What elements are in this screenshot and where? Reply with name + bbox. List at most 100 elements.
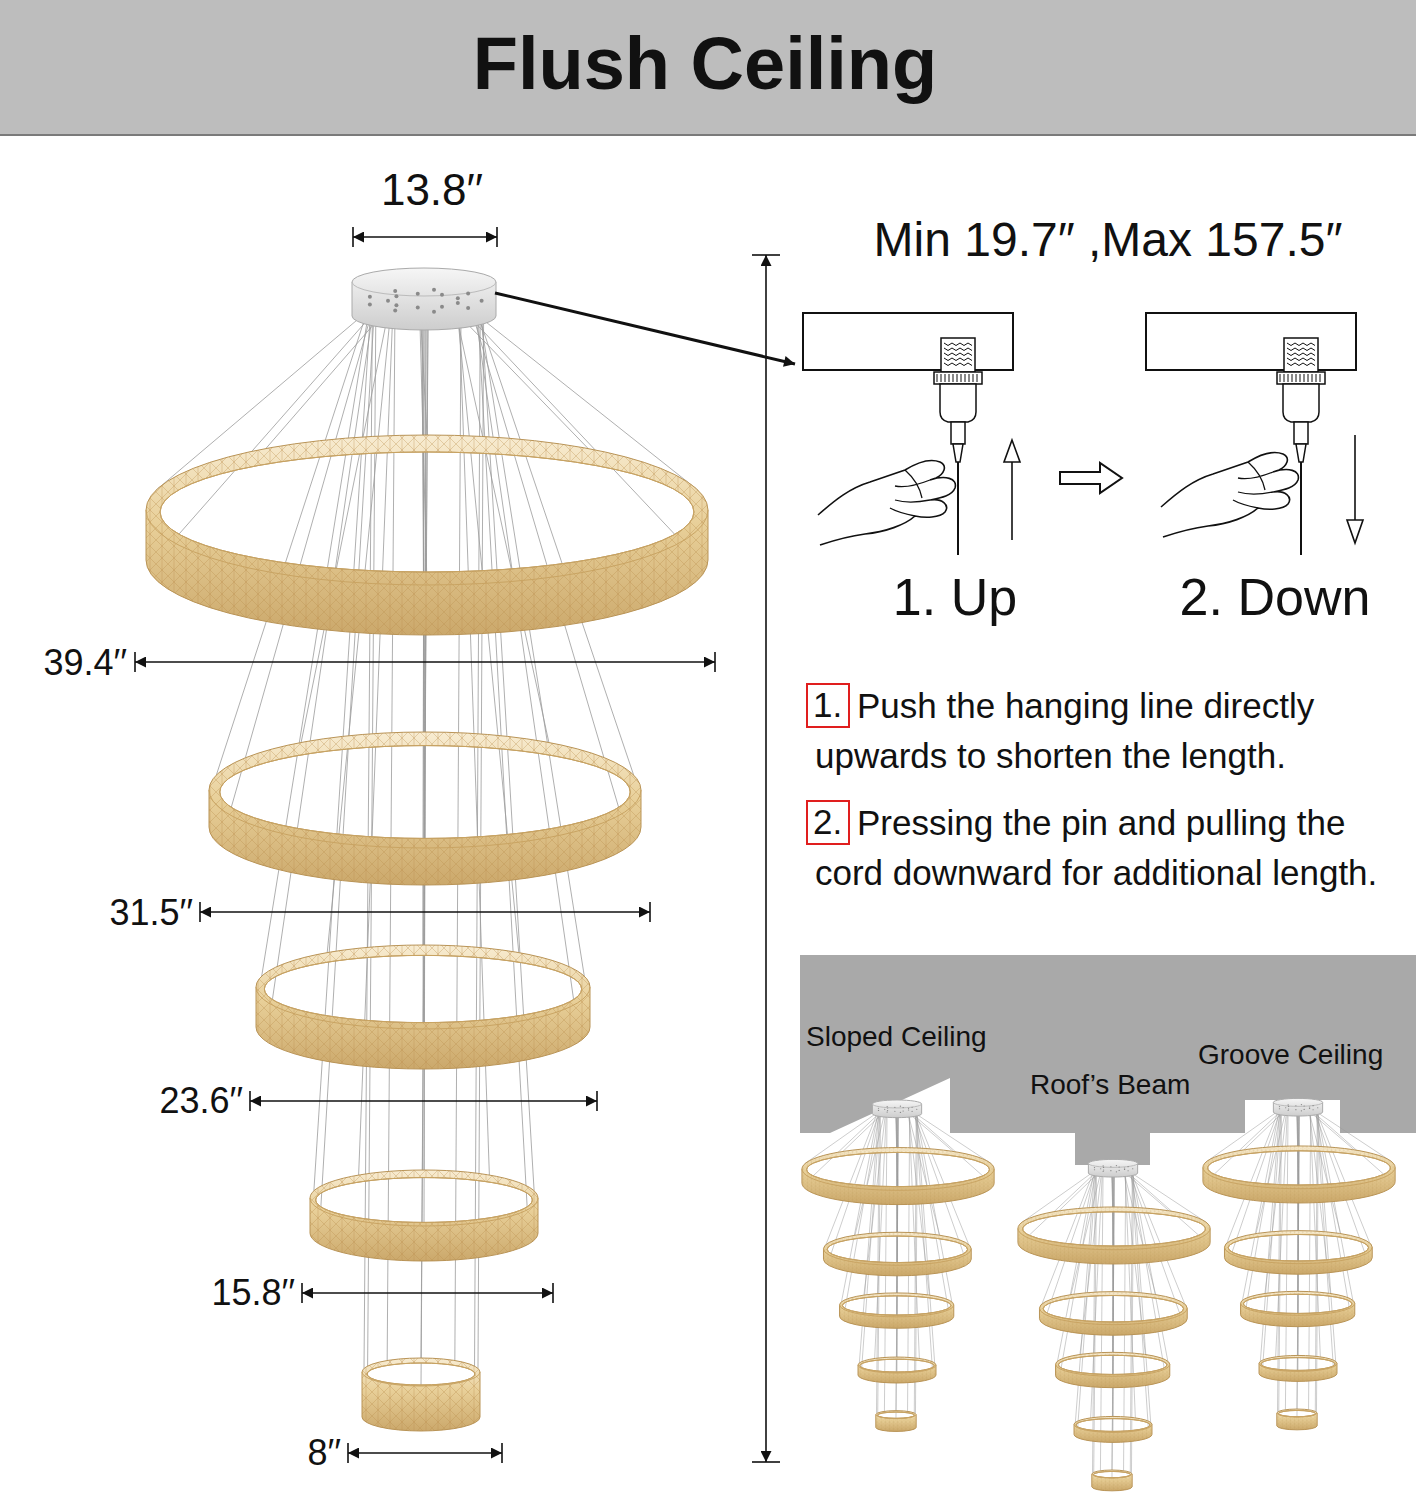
cap-ridge: [1287, 358, 1315, 361]
suspension-wire: [1316, 1113, 1350, 1308]
suspension-wire: [453, 309, 588, 448]
crystal-ring-texture: [1203, 1146, 1395, 1203]
dimension-tick: [352, 227, 354, 247]
step-number-box: 2.: [806, 800, 850, 845]
step-number: 2.: [813, 803, 842, 842]
crystal-ring: [256, 945, 590, 1069]
dimension-tick: [199, 902, 201, 922]
crystal-ring-texture: [310, 1170, 538, 1261]
cap-ridge: [944, 363, 972, 366]
suspension-wires: [805, 1111, 991, 1418]
crystal-ring-texture: [362, 1358, 480, 1431]
dimension-tick: [134, 652, 136, 672]
dimension-label: 8′′: [307, 1433, 341, 1473]
cap-ridge: [1287, 353, 1315, 356]
crystal-ring-texture: [1277, 1409, 1317, 1430]
ring-inner-edge: [1208, 1151, 1391, 1185]
crystal-ring: [840, 1293, 954, 1328]
crystal-ring: [310, 1170, 538, 1261]
adjuster-body: [1283, 384, 1319, 422]
ring-tick: [937, 374, 938, 382]
cap-ridge: [944, 348, 972, 351]
canopy-screw: [911, 1107, 912, 1108]
canopy-screw: [1285, 1107, 1286, 1108]
dimension-line: [348, 1452, 502, 1454]
dimension-tick: [752, 254, 780, 256]
cap-ridge: [1287, 343, 1315, 346]
canopy-screw: [902, 1107, 903, 1108]
ring-tick: [1292, 374, 1293, 382]
suspension-wires: [156, 308, 699, 1386]
canopy-screw: [1110, 1166, 1111, 1167]
dimension-line: [135, 661, 715, 663]
callout-arrow: [495, 293, 795, 364]
crystal-ring: [1056, 1352, 1170, 1387]
ring-inner-edge: [220, 746, 630, 839]
crystal-ring-texture: [840, 1293, 954, 1328]
crystal-ring: [1224, 1231, 1372, 1275]
crystal-ring: [362, 1358, 480, 1431]
dimension-tick: [347, 1443, 349, 1463]
ring-top-edge: [362, 1372, 480, 1386]
canopy-screw: [432, 288, 436, 292]
length-range-label: Min 19.7″ ,Max 157.5″: [874, 214, 1343, 267]
canopy-screw: [393, 308, 397, 312]
crystal-ring-texture: [146, 435, 708, 635]
direction-arrow-head: [1004, 440, 1020, 462]
ring-tick: [973, 374, 974, 382]
ring-top-edge: [146, 510, 708, 585]
ring-tick: [1296, 374, 1297, 382]
dimension-line: [200, 911, 650, 913]
canopy-screw: [886, 1106, 887, 1107]
canopy-screw: [894, 1107, 895, 1108]
ceiling-plate: [1146, 313, 1356, 370]
canopy-screw: [1303, 1105, 1304, 1106]
canopy-screw: [1287, 1104, 1288, 1105]
dimension-tick: [596, 1091, 598, 1111]
adjuster-body: [940, 384, 976, 422]
canopy-screw: [908, 1108, 909, 1109]
suspension-wire: [478, 314, 634, 775]
canopy-screw: [1132, 1168, 1133, 1169]
canopy-screw: [1295, 1105, 1296, 1106]
crystal-ring-texture: [1241, 1291, 1355, 1326]
crystal-ring: [1074, 1416, 1152, 1442]
canopy-screw: [1295, 1109, 1296, 1110]
main-chandelier: [146, 268, 708, 1431]
ring-inner-edge: [1076, 1419, 1150, 1432]
ring-inner-edge: [264, 955, 581, 1022]
crystal-ring-texture: [1039, 1292, 1187, 1336]
suspension-wire: [826, 1113, 877, 1244]
crystal-ring: [1259, 1355, 1337, 1381]
suspension-wire: [1100, 1171, 1103, 1471]
crystal-ring-texture: [802, 1148, 994, 1205]
suspension-wire: [907, 1112, 953, 1152]
canopy-screw: [1116, 1165, 1117, 1166]
canopy-screw: [1094, 1167, 1095, 1168]
ring-tick: [977, 374, 978, 382]
direction-arrow-shaft: [1011, 462, 1013, 540]
adjuster-neck: [951, 422, 965, 444]
canopy-screw: [1287, 1110, 1288, 1111]
crystal-ring-texture: [876, 1411, 916, 1432]
canopy-screw: [900, 1106, 901, 1107]
canopy-screw: [480, 299, 484, 303]
ring-tick: [961, 374, 962, 382]
crystal-ring: [1203, 1146, 1395, 1203]
ring-tick: [1308, 374, 1309, 382]
canopy-screw: [394, 303, 398, 307]
dimension-tick: [249, 1091, 251, 1111]
crystal-ring: [823, 1232, 971, 1276]
crystal-ring-texture: [1224, 1231, 1372, 1275]
canopy-screw: [902, 1110, 903, 1111]
canopy-screw: [1309, 1108, 1310, 1109]
ceiling-section: [800, 955, 1416, 1165]
ceiling-type-label: Sloped Ceiling: [806, 1022, 987, 1053]
canopy-screw: [1118, 1166, 1119, 1167]
crystal-ring: [1039, 1292, 1187, 1336]
canopy-screw: [916, 1109, 917, 1110]
ring-tick: [1312, 374, 1313, 382]
ring-inner-edge: [1261, 1358, 1335, 1371]
canopy-top-edge: [352, 282, 496, 296]
canopy-screw: [432, 310, 436, 314]
